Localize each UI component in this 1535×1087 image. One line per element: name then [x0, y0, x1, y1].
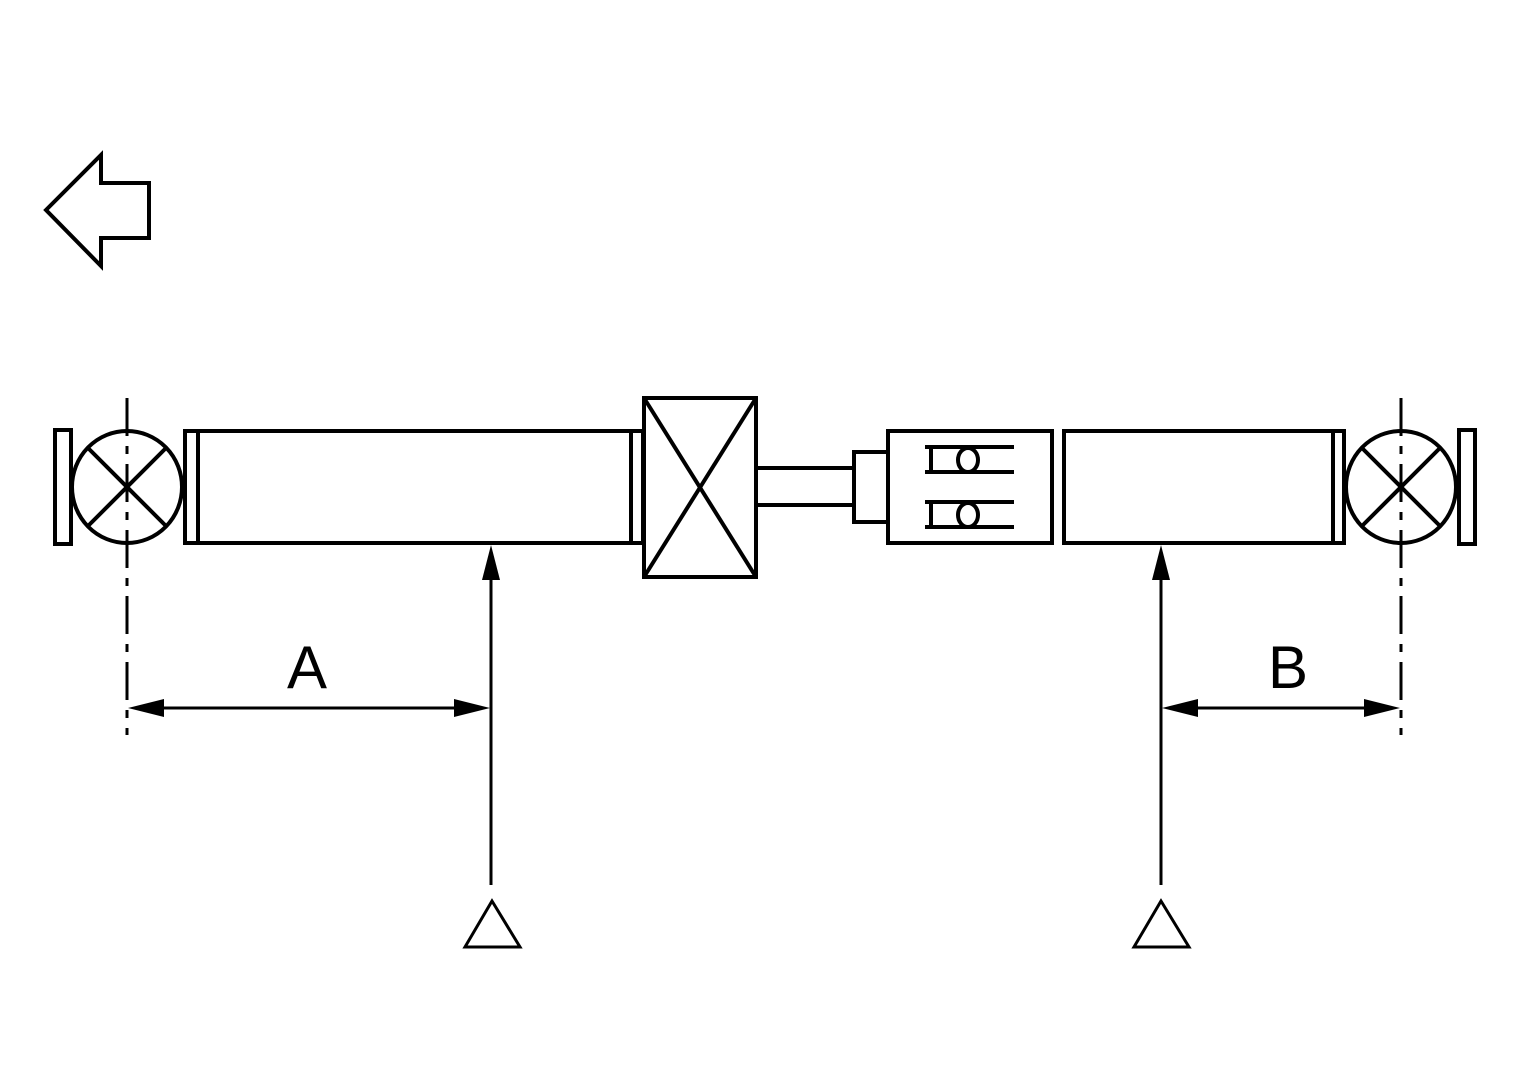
- front-shaft-tube: [183, 429, 645, 545]
- dimension-b-label: B: [1268, 634, 1308, 701]
- right-universal-joint: [1344, 428, 1477, 546]
- intermediate-shaft: [756, 450, 890, 524]
- left-universal-joint: [53, 428, 184, 546]
- slip-joint-icon: [886, 429, 1054, 545]
- dimension-a-label: A: [287, 634, 327, 701]
- right-measurement-pointer: [1152, 545, 1170, 885]
- left-measurement-pointer: [482, 545, 500, 885]
- front-direction-arrow-icon: [43, 150, 151, 271]
- triangle-reference-mark-icon: [462, 898, 523, 949]
- dimension-a: A: [128, 634, 490, 717]
- center-bearing-icon: [642, 396, 758, 579]
- rear-shaft-tube: [1050, 429, 1346, 545]
- right-flange: [1457, 428, 1477, 546]
- triangle-reference-mark-icon: [1131, 898, 1192, 949]
- left-flange: [53, 428, 73, 546]
- dimension-b: B: [1162, 634, 1400, 717]
